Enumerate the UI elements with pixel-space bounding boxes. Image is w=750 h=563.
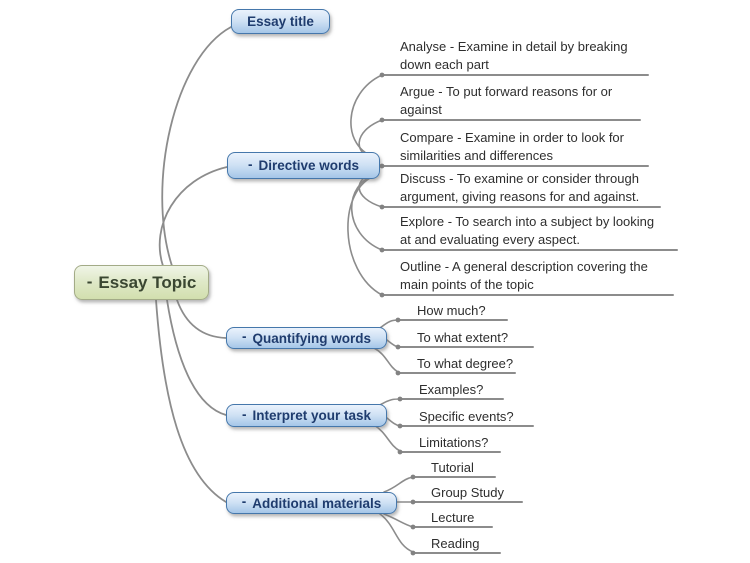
- subtopic-explore[interactable]: Explore - To search into a subject by lo…: [400, 214, 655, 247]
- subtopic-to-what-degree[interactable]: To what degree?: [417, 356, 514, 371]
- connection-dot: [410, 474, 416, 480]
- subtopic-tutorial[interactable]: Tutorial: [431, 460, 474, 475]
- subtopic-curve-outline: [347, 174, 383, 296]
- collapse-marker[interactable]: -: [241, 406, 247, 422]
- connection-dot: [379, 72, 385, 78]
- branch-curve-additional-materials: [155, 299, 227, 503]
- connection-dot: [397, 423, 403, 429]
- topic-label: Quantifying words: [252, 330, 371, 346]
- subtopic-how-much[interactable]: How much?: [417, 303, 486, 318]
- root-topic-label: Essay Topic: [98, 272, 197, 292]
- subtopic-curve-reading: [379, 513, 414, 553]
- subtopic-analyse[interactable]: Analyse - Examine in detail by breaking …: [400, 39, 628, 72]
- topic-directive-words[interactable]: - Directive words: [227, 152, 380, 179]
- topic-label: Interpret your task: [252, 408, 372, 423]
- subtopic-curve-to-what-degree: [373, 347, 399, 373]
- topic-label: Directive words: [258, 158, 360, 173]
- connection-dot: [397, 396, 403, 402]
- branch-curve-quantifying-words: [176, 299, 227, 339]
- subtopic-examples[interactable]: Examples?: [419, 382, 484, 397]
- connection-dot: [397, 449, 403, 455]
- connection-dot: [395, 344, 401, 350]
- connection-dot: [379, 204, 385, 210]
- connection-dot: [395, 317, 401, 323]
- connection-dot: [379, 163, 385, 169]
- subtopic-curve-analyse: [350, 74, 383, 159]
- connection-dot: [379, 117, 385, 123]
- subtopic-argue[interactable]: Argue - To put forward reasons for or ag…: [400, 84, 613, 117]
- topic-interpret-your-task[interactable]: - Interpret your task: [226, 404, 387, 427]
- subtopic-to-what-extent[interactable]: To what extent?: [417, 330, 509, 345]
- branch-curve-essay-title: [161, 26, 232, 267]
- collapse-marker[interactable]: -: [247, 156, 253, 172]
- subtopic-reading[interactable]: Reading: [431, 536, 480, 551]
- collapse-marker[interactable]: -: [241, 329, 247, 345]
- connection-dot: [410, 524, 416, 530]
- branch-curve-directive-words: [158, 166, 228, 267]
- topic-label: Additional materials: [252, 495, 382, 511]
- subtopic-outline[interactable]: Outline - A general description covering…: [400, 259, 648, 292]
- branch-curve-interpret-your-task: [166, 299, 227, 416]
- subtopic-limitations[interactable]: Limitations?: [419, 435, 489, 450]
- root-topic-essay-topic[interactable]: - Essay Topic: [74, 265, 209, 300]
- subtopic-curve-limitations: [373, 424, 401, 452]
- connection-dot: [395, 370, 401, 376]
- subtopic-curve-lecture: [383, 513, 414, 528]
- subtopic-curve-how-much: [379, 319, 399, 329]
- subtopic-specific-events[interactable]: Specific events?: [419, 409, 514, 424]
- subtopic-lecture[interactable]: Lecture: [431, 510, 475, 525]
- collapse-marker[interactable]: -: [241, 494, 247, 510]
- subtopic-curve-explore: [350, 173, 383, 251]
- subtopic-compare[interactable]: Compare - Examine in order to look for s…: [400, 130, 624, 163]
- collapse-marker[interactable]: -: [86, 272, 93, 291]
- subtopic-group-study[interactable]: Group Study: [431, 485, 504, 500]
- connection-dot: [410, 550, 416, 556]
- topic-quantifying-words[interactable]: - Quantifying words: [226, 327, 387, 349]
- subtopic-curve-tutorial: [383, 476, 414, 493]
- topic-essay-title[interactable]: Essay title: [231, 9, 330, 34]
- connection-dot: [379, 292, 385, 298]
- connection-dot: [410, 499, 416, 505]
- topic-additional-materials[interactable]: - Additional materials: [226, 492, 397, 514]
- connection-dot: [379, 247, 385, 253]
- topic-label: Essay title: [247, 14, 314, 29]
- subtopic-discuss[interactable]: Discuss - To examine or consider through…: [400, 171, 640, 204]
